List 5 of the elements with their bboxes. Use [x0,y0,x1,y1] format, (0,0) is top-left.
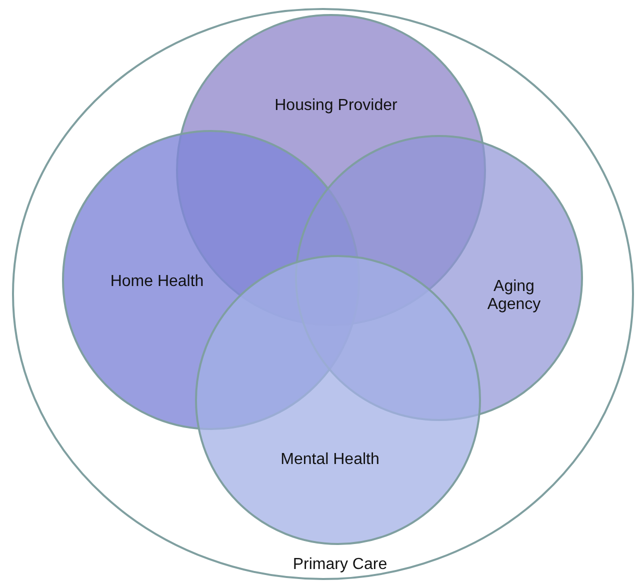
circle-label: Housing Provider [274,97,398,115]
circle-label: Mental Health [280,451,380,469]
circle-label: Home Health [109,273,205,291]
circle-label: Primary Care [292,556,388,574]
circle-label: Aging Agency [486,278,542,314]
